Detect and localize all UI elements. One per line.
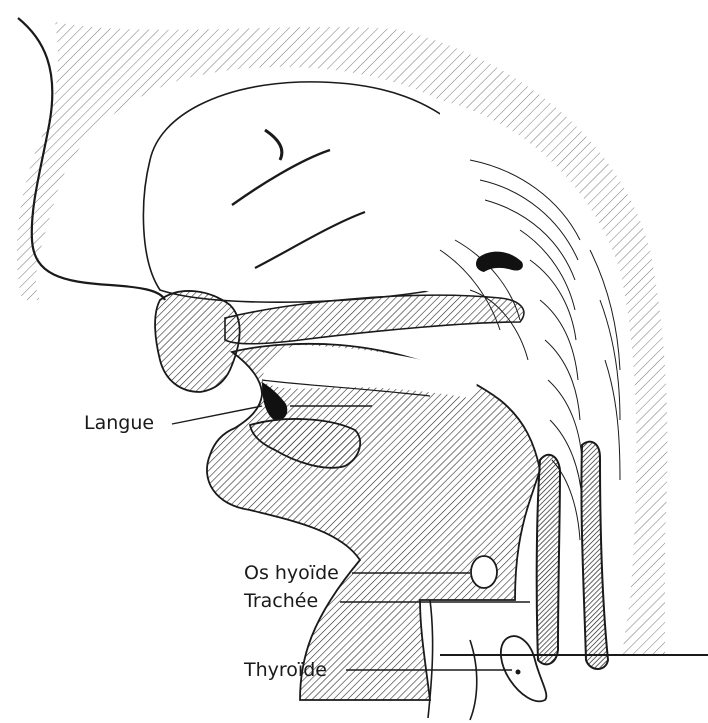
upper-lip [155,291,240,392]
label-os-hyoide: Os hyoïde [244,564,339,583]
trachea-tube [537,455,560,665]
label-trachee: Trachée [244,592,318,611]
label-langue: Langue [84,414,154,433]
hyoid-bone [471,556,497,588]
tongue-jaw-mass [207,344,540,700]
label-thyroide: Thyroïde [244,661,327,680]
